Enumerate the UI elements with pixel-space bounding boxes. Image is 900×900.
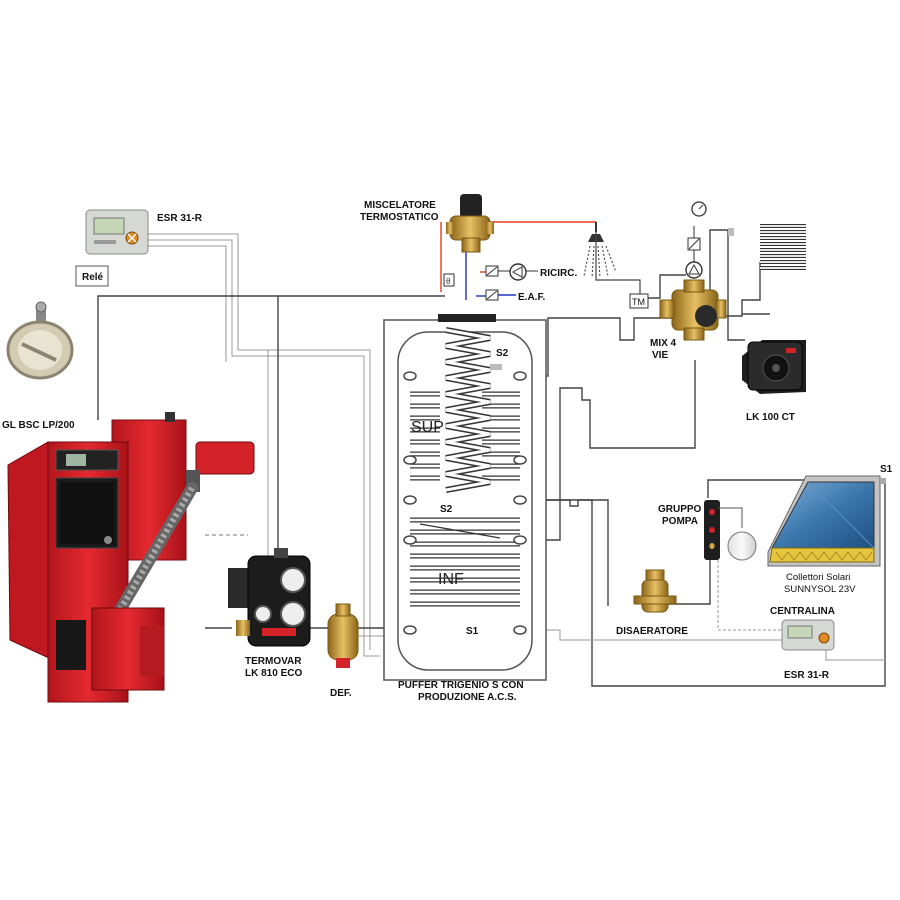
puffer-label-1: PUFFER TRIGENIO S CON (398, 680, 524, 691)
thermostatic-mixer: MISCELATORE TERMOSTATICO θ (360, 194, 494, 287)
s1-solar-label: S1 (880, 464, 893, 475)
collettori-label-1: Collettori Solari (786, 572, 850, 583)
s2-mid-label: S2 (440, 504, 453, 515)
esr-bottom-label: ESR 31-R (784, 670, 830, 681)
solar-collectors: S1 Collettori Solari SUNNYSOL 23V (767, 464, 893, 595)
lk100-label: LK 100 CT (746, 412, 795, 423)
eaf-label: E.A.F. (518, 292, 545, 303)
tm-probe: TM (595, 222, 649, 309)
radiator-icon (760, 224, 806, 270)
esr-top-label: ESR 31-R (157, 213, 203, 224)
pump-icon (509, 263, 527, 281)
heating-circuit (685, 201, 806, 279)
mix-label-2: VIE (652, 350, 668, 361)
air-separator: DISAERATORE (616, 569, 688, 637)
def-label: DEF. (330, 688, 352, 699)
expansion-vessel-icon (718, 507, 757, 561)
rele-label: Relé (82, 272, 104, 283)
sup-label: SUP (411, 419, 444, 436)
s1-tank-label: S1 (466, 626, 479, 637)
disaeratore-label: DISAERATORE (616, 626, 688, 637)
termovar-label-2: LK 810 ECO (245, 668, 302, 679)
ricirc-label: RICIRC. (540, 268, 577, 279)
collettori-label-2: SUNNYSOL 23V (784, 584, 856, 595)
pump-icon (685, 261, 703, 279)
termovar-label-1: TERMOVAR (245, 656, 302, 667)
solar-pump-group: GRUPPO POMPA (658, 500, 757, 561)
shower-icon (583, 222, 617, 279)
inf-label: INF (438, 571, 464, 588)
boiler-label: GL BSC LP/200 (2, 420, 75, 431)
controller-esr-bottom: CENTRALINA ESR 31-R (770, 606, 835, 681)
puffer-tank: SUP INF S2 S2 S1 PUFFER TRIGENIO S CON P… (383, 314, 547, 703)
gruppo-label-1: GRUPPO (658, 504, 702, 515)
s2-top-label: S2 (496, 348, 509, 359)
actuator-icon: LK 100 CT (742, 340, 806, 423)
mix-4-way-valve: MIX 4 VIE (650, 279, 727, 361)
coil-inf (410, 517, 520, 607)
recirculation: RICIRC. E.A.F. (485, 263, 577, 303)
miscelatore-label-1: MISCELATORE (364, 200, 436, 211)
boiler: GL BSC LP/200 (2, 412, 255, 703)
tm-label: TM (632, 297, 645, 307)
termovar-pump-group: TERMOVAR LK 810 ECO (228, 548, 311, 679)
piping (97, 221, 886, 687)
coil-sup (410, 391, 520, 481)
coil-dhw (438, 314, 496, 493)
puffer-label-2: PRODUZIONE A.C.S. (418, 692, 517, 703)
controller-esr-top: ESR 31-R Relé (75, 209, 203, 287)
svg-text:θ: θ (446, 277, 451, 286)
gruppo-label-2: POMPA (662, 516, 698, 527)
controller-icon (85, 209, 149, 255)
damper-icon (6, 301, 74, 380)
miscelatore-label-2: TERMOSTATICO (360, 212, 439, 223)
mix-label-1: MIX 4 (650, 338, 677, 349)
dirt-separator: DEF. (327, 603, 359, 699)
controller-icon (781, 619, 835, 651)
centralina-label: CENTRALINA (770, 606, 835, 617)
gauge-icon (691, 201, 707, 217)
